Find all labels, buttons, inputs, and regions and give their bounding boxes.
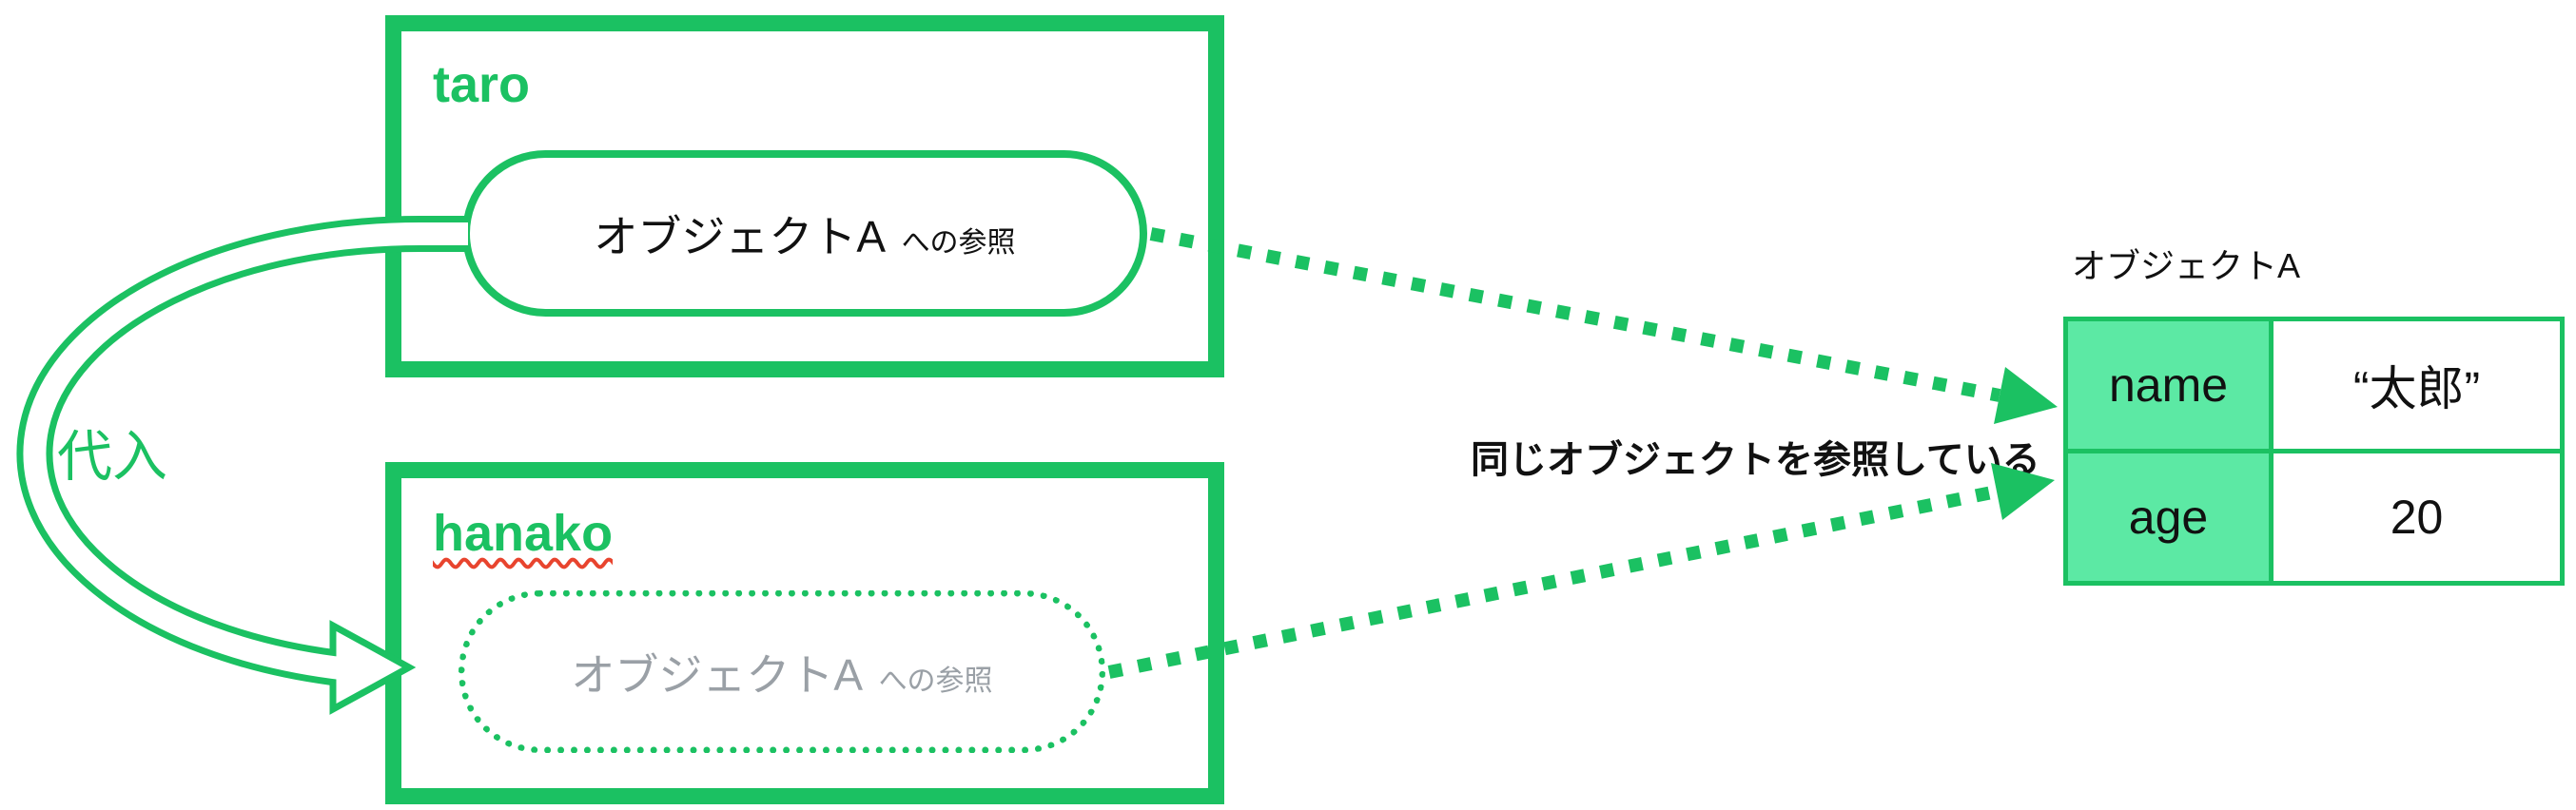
hanako-reference-pill: オブジェクトA への参照 — [459, 590, 1105, 753]
hanako-label: hanako — [433, 505, 614, 562]
name-key-cell: name — [2063, 317, 2274, 453]
table-row-age: age 20 — [2063, 449, 2565, 586]
taro-reference-suffix: への参照 — [901, 226, 1016, 259]
hanako-variable-box: hanako オブジェクトA への参照 — [385, 462, 1224, 804]
taro-reference-object-name: オブジェクトA — [594, 211, 887, 261]
hanako-reference-suffix: への参照 — [878, 665, 993, 697]
taro-reference-text: オブジェクトA への参照 — [594, 202, 1015, 265]
shared-reference-label: 同じオブジェクトを参照している — [1471, 439, 2040, 481]
object-a-table: name “太郎” age 20 — [2063, 317, 2565, 586]
hanako-reference-text: オブジェクトA への参照 — [571, 641, 992, 704]
hanako-reference-arrow — [1107, 463, 2055, 679]
taro-variable-box: taro オブジェクトA への参照 — [385, 15, 1224, 377]
taro-label: taro — [433, 56, 531, 113]
object-a-title: オブジェクトA — [2072, 246, 2301, 285]
hanako-reference-object-name: オブジェクトA — [571, 649, 864, 700]
table-row-name: name “太郎” — [2063, 317, 2565, 453]
age-value-cell: 20 — [2269, 449, 2565, 586]
age-key-cell: age — [2063, 449, 2274, 586]
taro-reference-pill: オブジェクトA への参照 — [462, 150, 1147, 317]
assignment-label: 代入 — [57, 426, 168, 488]
taro-reference-arrow — [1149, 227, 2058, 424]
name-value-cell: “太郎” — [2269, 317, 2565, 453]
